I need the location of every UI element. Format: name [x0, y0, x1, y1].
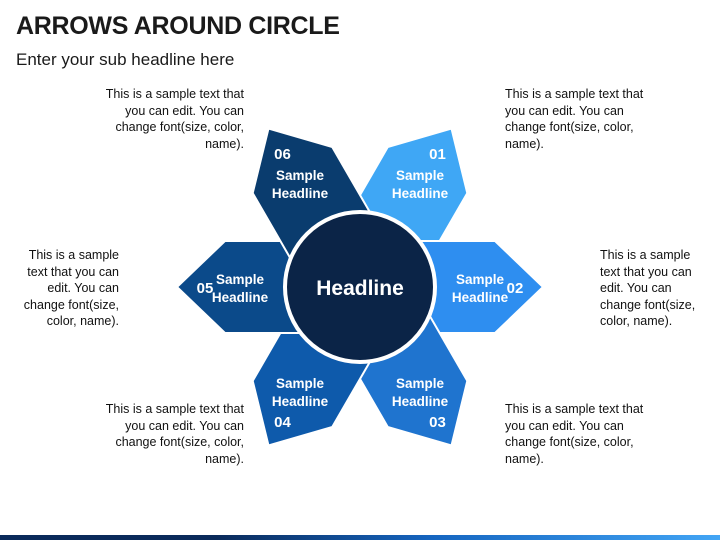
segment-03-description: This is a sample text that you can edit.… [505, 402, 644, 466]
segment-06-description: This is a sample text that you can edit.… [105, 87, 244, 151]
bottom-accent-bar [0, 535, 720, 540]
segment-04-description: This is a sample text that you can edit.… [105, 402, 244, 466]
page-title: ARROWS AROUND CIRCLE [16, 12, 340, 40]
segment-03-number: 03 [429, 414, 446, 431]
segment-05-description: This is a sample text that you can edit.… [23, 248, 119, 328]
segment-01-description: This is a sample text that you can edit.… [505, 87, 644, 151]
segment-02-number: 02 [507, 280, 524, 297]
center-circle[interactable] [283, 210, 437, 364]
segment-01-number: 01 [429, 146, 446, 163]
center-headline: Headline [316, 277, 404, 300]
segment-06-number: 06 [274, 146, 291, 163]
page-subtitle: Enter your sub headline here [16, 50, 235, 69]
segment-05-number: 05 [197, 280, 214, 297]
segment-02-description: This is a sample text that you can edit.… [600, 248, 696, 328]
segment-04-number: 04 [274, 414, 291, 431]
